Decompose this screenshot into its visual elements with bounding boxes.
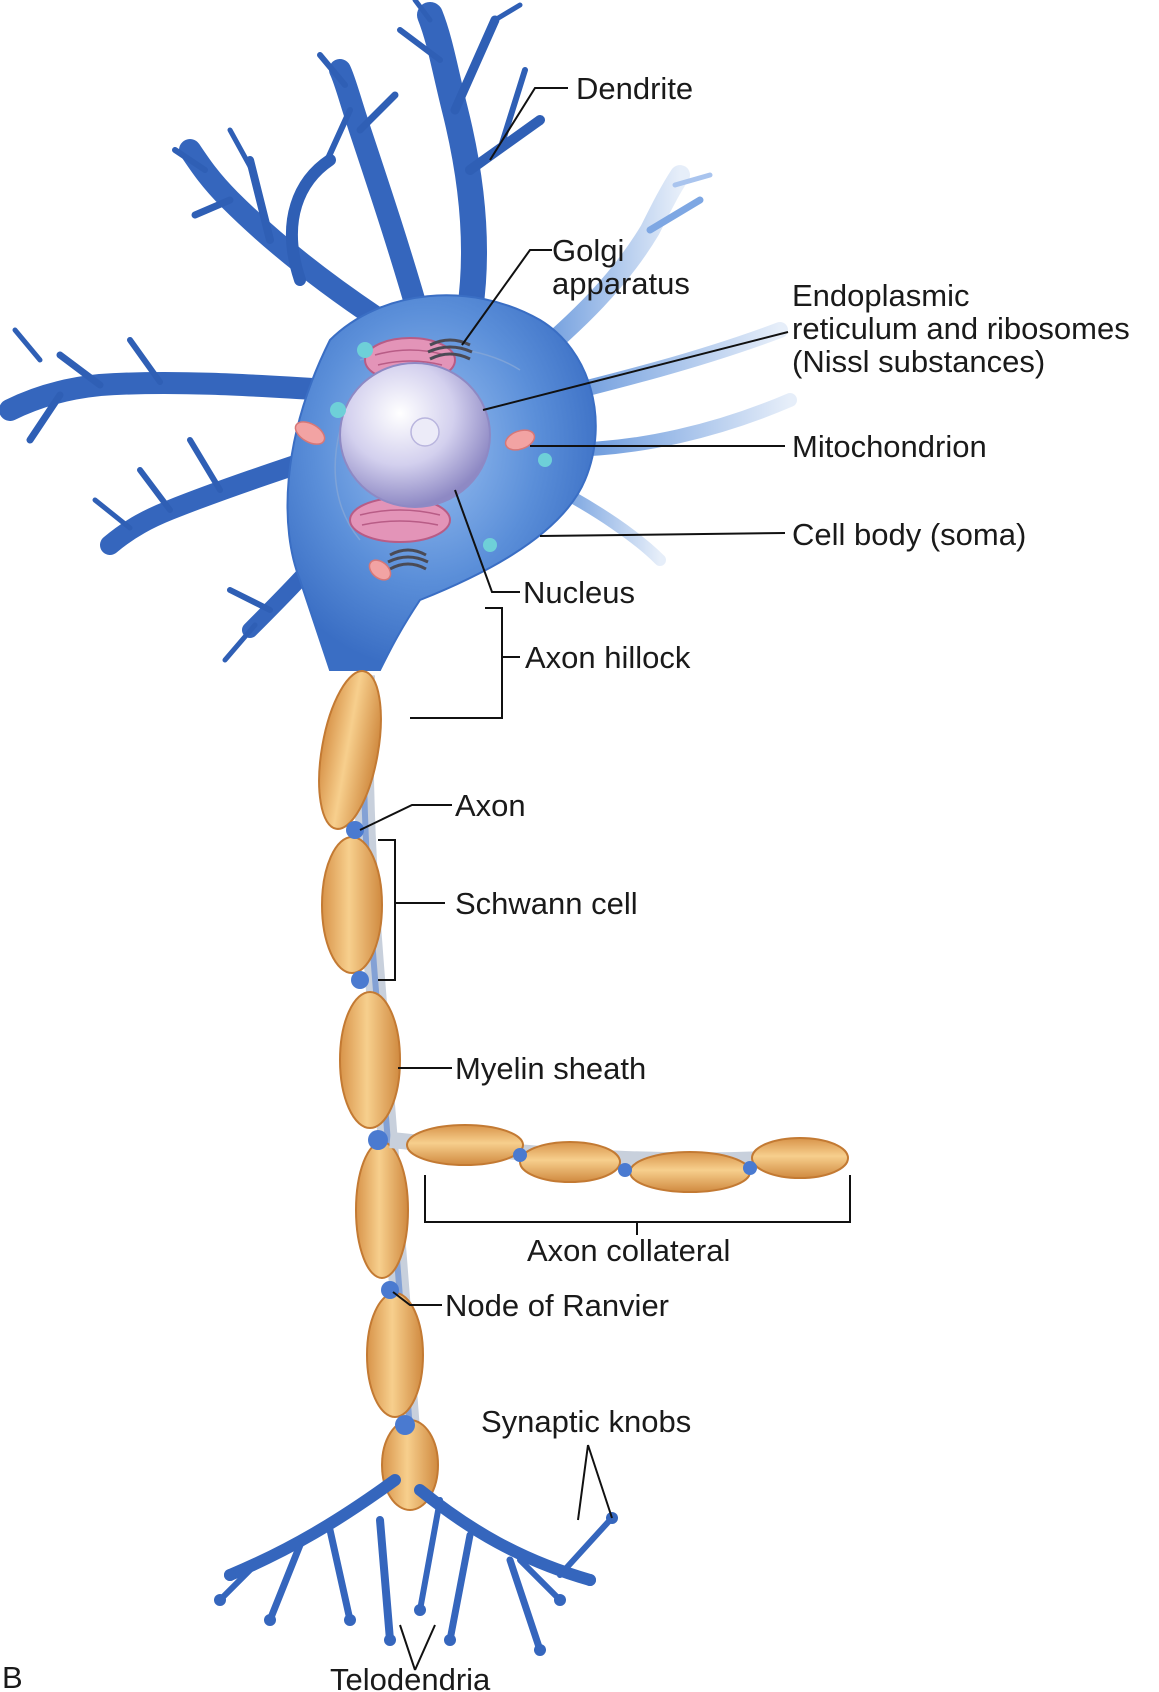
label-er-line3: (Nissl substances) bbox=[792, 344, 1045, 379]
nodes-of-ranvier bbox=[346, 821, 415, 1435]
telodendria bbox=[217, 1474, 613, 1654]
labels: Dendrite Golgi apparatus Endoplasmic ret… bbox=[2, 71, 1130, 1692]
label-golgi-line1: Golgi bbox=[552, 233, 624, 268]
panel-letter: B bbox=[2, 1660, 23, 1692]
label-nucleus: Nucleus bbox=[523, 575, 635, 610]
label-telodendria: Telodendria bbox=[330, 1662, 491, 1692]
axon-collateral bbox=[389, 1124, 849, 1193]
label-dendrite: Dendrite bbox=[576, 71, 693, 106]
label-er-line2: reticulum and ribosomes bbox=[792, 311, 1130, 346]
label-er-line1: Endoplasmic bbox=[792, 278, 969, 313]
myelin-sheath-segments bbox=[318, 670, 439, 1511]
label-myelin-sheath: Myelin sheath bbox=[455, 1051, 646, 1086]
golgi-apparatus bbox=[387, 338, 473, 571]
label-axon: Axon bbox=[455, 788, 526, 823]
label-mitochondrion: Mitochondrion bbox=[792, 429, 987, 464]
label-golgi-line2: apparatus bbox=[552, 266, 690, 301]
label-axon-collateral: Axon collateral bbox=[527, 1233, 730, 1268]
label-axon-hillock: Axon hillock bbox=[525, 640, 691, 675]
synaptic-knobs bbox=[214, 1512, 618, 1656]
label-synaptic-knobs: Synaptic knobs bbox=[481, 1404, 691, 1439]
nucleus bbox=[339, 362, 491, 508]
leader-lines bbox=[359, 87, 851, 1671]
mitochondria bbox=[294, 342, 552, 581]
label-node-of-ranvier: Node of Ranvier bbox=[445, 1288, 669, 1323]
label-cell-body: Cell body (soma) bbox=[792, 517, 1026, 552]
label-schwann-cell: Schwann cell bbox=[455, 886, 638, 921]
